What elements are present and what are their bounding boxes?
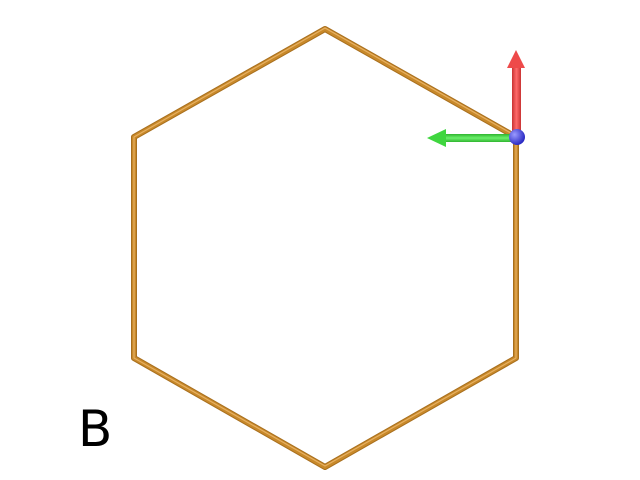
hexagon-edge: [132, 27, 518, 469]
hexagon: [131, 26, 519, 470]
sphere-icon: [509, 129, 525, 145]
arrow-up-icon: [507, 50, 525, 137]
panel-label: B: [78, 400, 113, 458]
arrow-left-icon: [427, 129, 516, 147]
hexagon-edge-highlight: [133, 27, 517, 467]
hexagon-edge-shadow: [131, 26, 519, 470]
